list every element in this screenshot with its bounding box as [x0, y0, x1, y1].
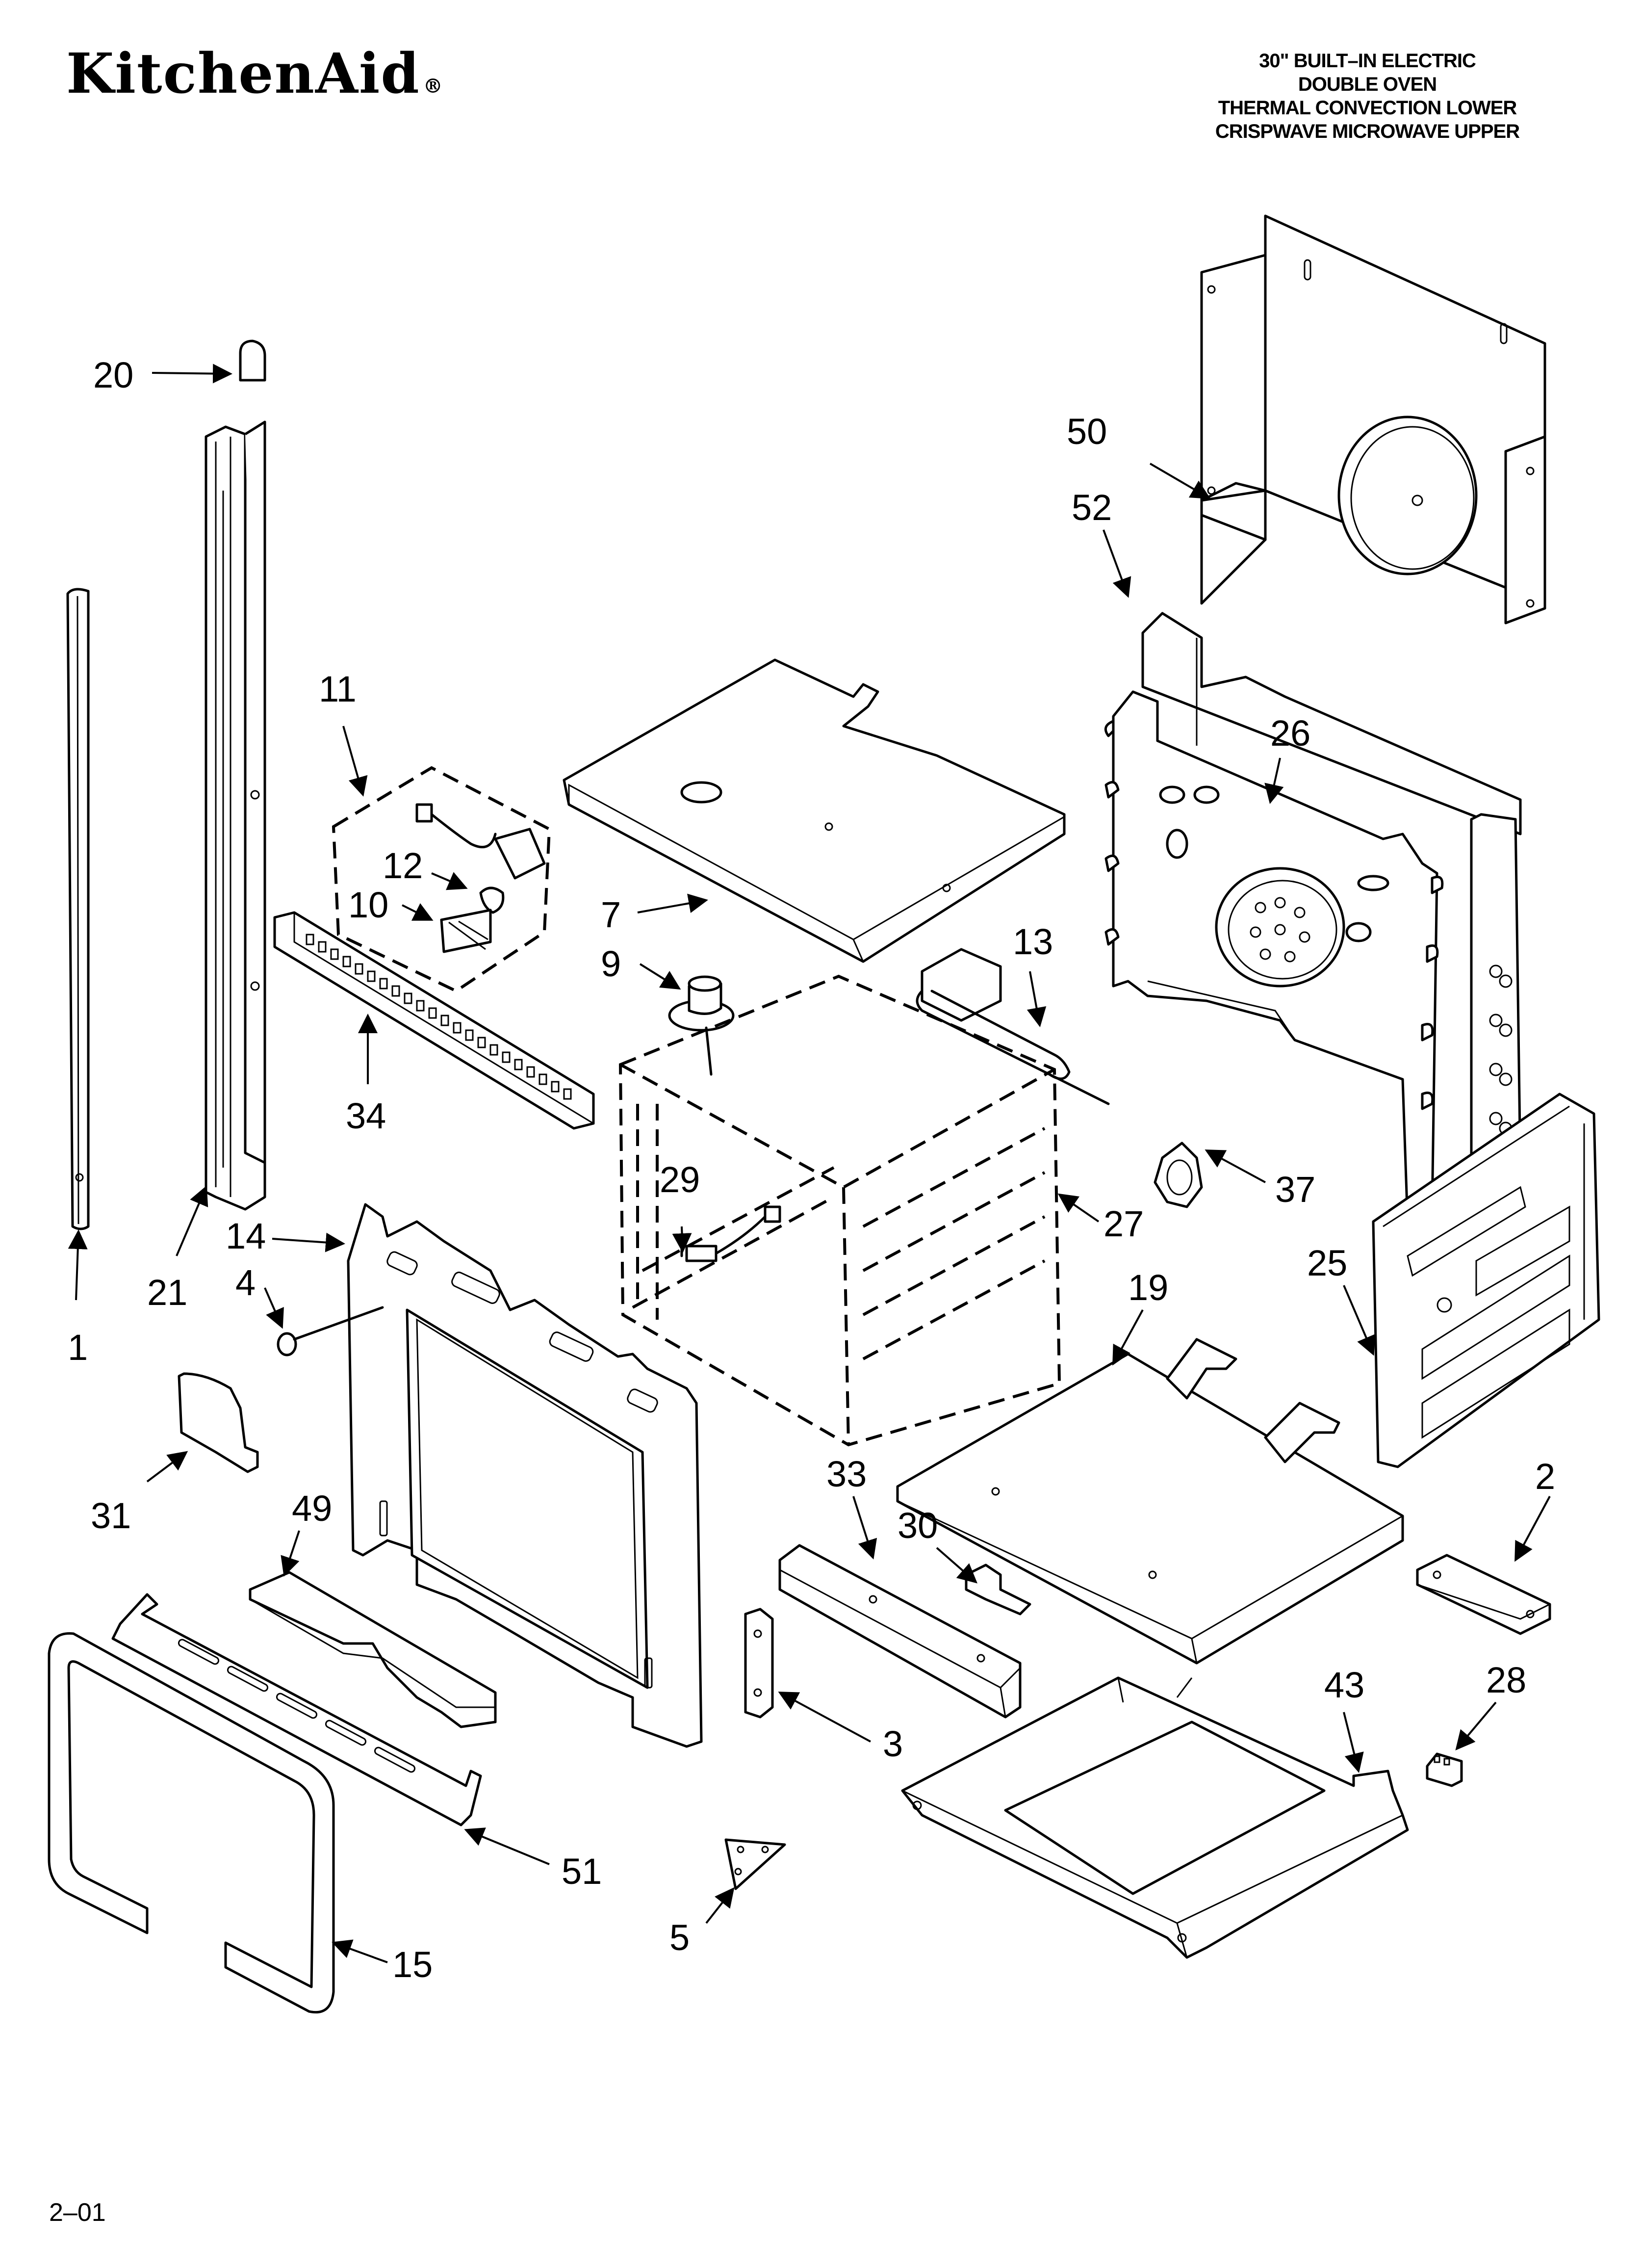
part-21-side-rail	[205, 420, 266, 1211]
callout-31: 31	[91, 1495, 131, 1536]
title-line-4: CRISPWAVE MICROWAVE UPPER	[1215, 121, 1520, 142]
part-51-lower-trim	[111, 1593, 482, 1826]
part-3-bracket	[744, 1608, 774, 1719]
callout-25: 25	[1307, 1243, 1347, 1283]
callout-37: 37	[1275, 1169, 1315, 1210]
callout-28: 28	[1486, 1660, 1526, 1700]
diagram-title: 30" BUILT–IN ELECTRIC DOUBLE OVEN THERMA…	[1147, 49, 1588, 143]
leader-lines	[68, 364, 1551, 1963]
callout-13: 13	[1013, 921, 1053, 962]
part-26-convection-panel	[1104, 690, 1522, 1223]
part-34-vent-grille	[273, 911, 595, 1130]
callout-labels: 1 2 3 4 5 7 9 10 11 12 13 14 15 19 20 21…	[68, 355, 1555, 1985]
title-line-3: THERMAL CONVECTION LOWER	[1218, 97, 1517, 119]
callout-3: 3	[883, 1723, 903, 1764]
part-52-rear-shield	[1141, 612, 1522, 835]
callout-2: 2	[1535, 1456, 1555, 1497]
part-11-light-assembly	[332, 766, 551, 993]
callout-52: 52	[1072, 487, 1112, 528]
callout-4: 4	[235, 1262, 256, 1303]
part-43-bottom-tray	[901, 1676, 1409, 1959]
part-37-gasket	[1154, 1142, 1203, 1208]
side-bracket-holes	[1489, 965, 1513, 1135]
kitchenaid-logo: KitchenAid®	[66, 47, 444, 102]
part-9-fan-motor	[668, 975, 735, 1076]
part-30-clip	[965, 1564, 1031, 1616]
part-1-trim-strip	[66, 588, 90, 1230]
callout-43: 43	[1324, 1665, 1364, 1705]
callout-21: 21	[147, 1272, 187, 1313]
part-20-end-cap	[239, 339, 266, 382]
callout-19: 19	[1128, 1267, 1168, 1308]
registered-mark: ®	[423, 75, 444, 98]
brand-name: KitchenAid	[66, 42, 420, 106]
callout-26: 26	[1270, 713, 1310, 754]
part-50-rear-panel	[1200, 214, 1546, 625]
title-line-2: DOUBLE OVEN	[1298, 74, 1437, 95]
callout-10: 10	[348, 885, 388, 925]
part-5-corner-plate	[724, 1838, 786, 1890]
callout-12: 12	[383, 845, 423, 886]
part-25-side-panel	[1372, 1093, 1600, 1468]
part-27-oven-cavity	[618, 974, 1061, 1447]
callout-50: 50	[1067, 411, 1107, 452]
callout-33: 33	[826, 1454, 867, 1494]
callout-30: 30	[898, 1505, 938, 1546]
callout-15: 15	[392, 1944, 433, 1985]
part-49-angle-bracket	[249, 1571, 497, 1728]
callout-27: 27	[1103, 1203, 1144, 1244]
title-line-1: 30" BUILT–IN ELECTRIC	[1259, 50, 1476, 72]
callout-14: 14	[226, 1216, 266, 1256]
part-33-channel	[778, 1544, 1022, 1719]
part-28-connector	[1426, 1752, 1463, 1787]
callout-9: 9	[601, 943, 621, 984]
part-7-top-panel	[563, 658, 1066, 963]
part-31-plate	[178, 1372, 259, 1473]
callout-29: 29	[660, 1159, 700, 1200]
page-footer-code: 2–01	[49, 2198, 106, 2227]
part-2-bracket	[1416, 1554, 1551, 1635]
part-13-heating-element	[916, 948, 1110, 1105]
callout-7: 7	[601, 894, 621, 935]
callout-49: 49	[292, 1488, 332, 1529]
callout-5: 5	[669, 1917, 690, 1958]
part-4-screw	[277, 1306, 384, 1356]
callout-11: 11	[319, 669, 357, 709]
part-19-bottom-panel	[896, 1338, 1404, 1665]
callout-51: 51	[562, 1851, 602, 1892]
part-15-gasket	[48, 1632, 335, 2014]
part-14-front-frame	[347, 1203, 703, 1748]
callout-20: 20	[93, 355, 133, 395]
callout-1: 1	[68, 1327, 88, 1368]
trim-slots	[178, 1639, 416, 1773]
callout-34: 34	[346, 1095, 386, 1136]
fan-holes	[1250, 897, 1310, 963]
